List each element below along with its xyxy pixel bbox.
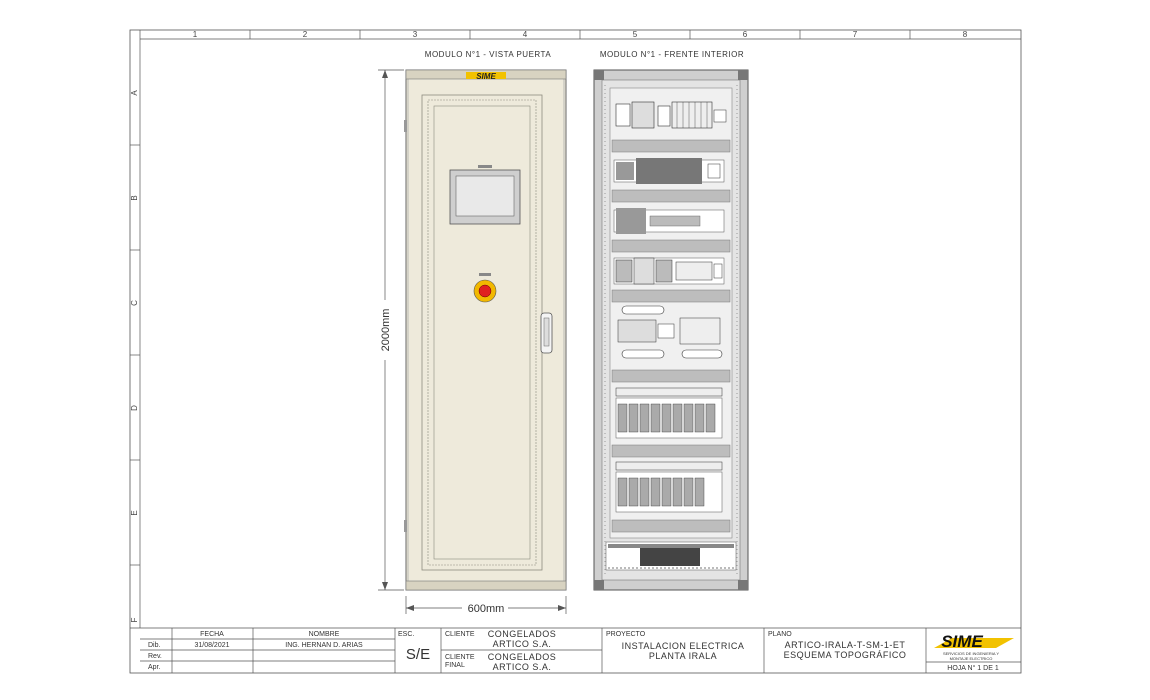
- door-handle-icon: [540, 312, 553, 354]
- cliente-line1: CONGELADOS: [488, 629, 557, 639]
- cliente-final-line1: CONGELADOS: [488, 652, 557, 662]
- dib-fecha: 31/08/2021: [194, 642, 229, 649]
- logo-text: SIME: [941, 632, 983, 651]
- width-dimension-label: 600mm: [468, 603, 505, 615]
- nombre-header: NOMBRE: [309, 631, 340, 638]
- breaker-row: [613, 257, 725, 285]
- sime-logo-icon: SIME: [466, 72, 506, 81]
- column-label: 2: [303, 30, 308, 39]
- proyecto-label: PROYECTO: [606, 631, 646, 638]
- height-dimension-label: 2000mm: [380, 309, 392, 352]
- column-label: 5: [633, 30, 638, 39]
- company-logo-icon: SIME SERVICIOS DE INGENIERIA Y MONTAJE E…: [934, 632, 1014, 661]
- proyecto-line2: PLANTA IRALA: [649, 651, 717, 661]
- row-label-dib: Dib.: [148, 642, 161, 649]
- column-label: 8: [963, 30, 968, 39]
- bottom-terminal-strip: [605, 541, 737, 571]
- column-header: 1 2 3 4 5 6 7 8: [193, 30, 968, 39]
- escala-value: S/E: [406, 646, 430, 663]
- cliente-final-label2: FINAL: [445, 662, 465, 669]
- row-label: A: [130, 90, 139, 96]
- row-label-apr: Apr.: [148, 664, 161, 671]
- plano-line1: ARTICO-IRALA-T-SM-1-ET: [785, 640, 906, 650]
- plano-label: PLANO: [768, 631, 792, 638]
- cliente-label: CLIENTE: [445, 631, 475, 638]
- escala-label: ESC.: [398, 631, 414, 638]
- proyecto-line1: INSTALACION ELECTRICA: [622, 641, 745, 651]
- logo-subtitle-2: MONTAJE ELECTRICO: [950, 656, 993, 661]
- contactor-row: [615, 387, 723, 439]
- door-brand-text: SIME: [476, 72, 496, 81]
- sheet-number: HOJA N° 1 DE 1: [947, 664, 999, 672]
- row-label: F: [130, 617, 139, 622]
- dib-nombre: ING. HERNAN D. ARIAS: [285, 642, 363, 649]
- cliente-line2: ARTICO S.A.: [493, 639, 552, 649]
- width-dimension: 600mm: [405, 596, 567, 615]
- cliente-final-label: CLIENTE: [445, 654, 475, 661]
- column-label: 1: [193, 30, 198, 39]
- terminal-block-row: [613, 158, 725, 184]
- row-header: A B C D E F: [130, 90, 140, 622]
- title-block: FECHA NOMBRE Dib. 31/08/2021 ING. HERNAN…: [130, 627, 1021, 673]
- plano-line2: ESQUEMA TOPOGRÁFICO: [784, 650, 907, 660]
- logo-subtitle-1: SERVICIOS DE INGENIERIA Y: [943, 651, 999, 656]
- terminal-block-row: [613, 208, 725, 234]
- cliente-final-line2: ARTICO S.A.: [493, 662, 552, 672]
- row-label: E: [130, 510, 139, 515]
- row-label-rev: Rev.: [148, 653, 162, 660]
- row-label: D: [130, 405, 139, 411]
- emergency-stop-icon: [473, 273, 497, 303]
- column-label: 7: [853, 30, 858, 39]
- column-label: 4: [523, 30, 528, 39]
- interior-view-title: MODULO N°1 - FRENTE INTERIOR: [600, 50, 744, 59]
- relay-row: [617, 305, 723, 359]
- row-label: C: [130, 300, 139, 306]
- interior-view: [593, 69, 749, 591]
- plc-module-row: [615, 101, 727, 129]
- sheet-border: [129, 29, 1022, 674]
- column-label: 3: [413, 30, 418, 39]
- door-view-title: MODULO N°1 - VISTA PUERTA: [425, 50, 552, 59]
- column-label: 6: [743, 30, 748, 39]
- height-dimension: 2000mm: [376, 69, 404, 591]
- fecha-header: FECHA: [200, 631, 224, 638]
- door-view: SIME: [404, 69, 567, 591]
- contactor-row: [615, 461, 723, 513]
- row-label: B: [130, 195, 139, 200]
